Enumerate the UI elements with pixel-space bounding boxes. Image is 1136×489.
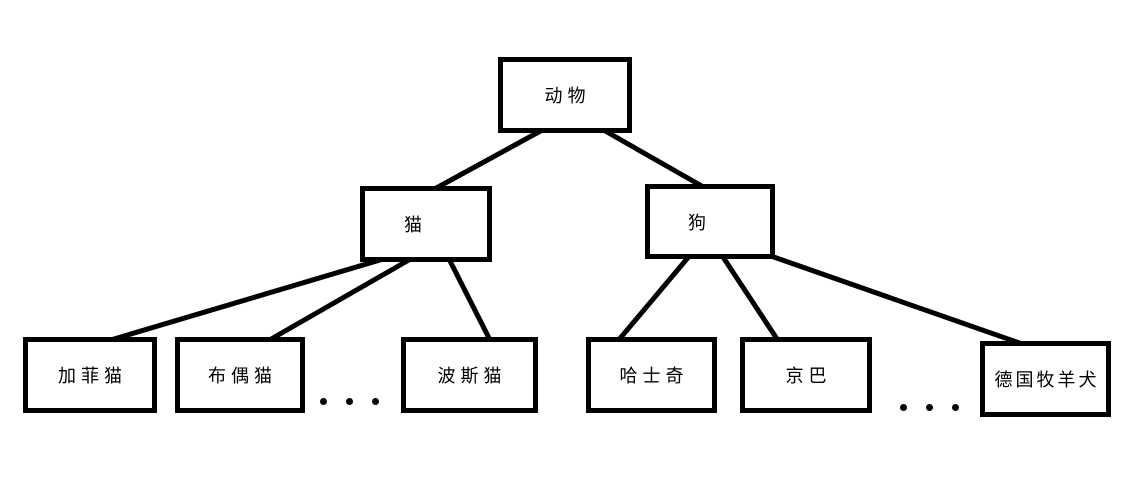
- edge-cat-persian: [445, 255, 494, 344]
- edge-root-dog: [598, 125, 709, 192]
- dot-icon: [952, 404, 959, 411]
- node-german-shepherd: 德国牧羊犬: [980, 341, 1111, 417]
- node-husky: 哈士奇: [586, 337, 717, 413]
- ellipsis-dots-dogs: [900, 404, 959, 411]
- node-dog: 狗: [645, 184, 775, 259]
- edge-dog-german-shepherd: [767, 252, 1029, 349]
- edge-cat-garfield: [103, 254, 391, 345]
- node-animal: 动物: [498, 57, 632, 133]
- edge-dog-pekingese: [718, 252, 782, 344]
- edge-cat-ragdoll: [264, 254, 416, 345]
- node-pekingese: 京巴: [740, 337, 872, 413]
- dot-icon: [900, 404, 907, 411]
- node-cat: 猫: [360, 186, 492, 262]
- dot-icon: [346, 398, 353, 405]
- node-ragdoll-cat: 布偶猫: [175, 337, 305, 413]
- edge-root-cat: [427, 125, 548, 195]
- dot-icon: [926, 404, 933, 411]
- dot-icon: [320, 398, 327, 405]
- ellipsis-dots-cats: [320, 398, 379, 405]
- dot-icon: [372, 398, 379, 405]
- node-persian-cat: 波斯猫: [401, 337, 538, 413]
- node-garfield-cat: 加菲猫: [23, 337, 157, 413]
- edge-dog-husky: [615, 252, 693, 344]
